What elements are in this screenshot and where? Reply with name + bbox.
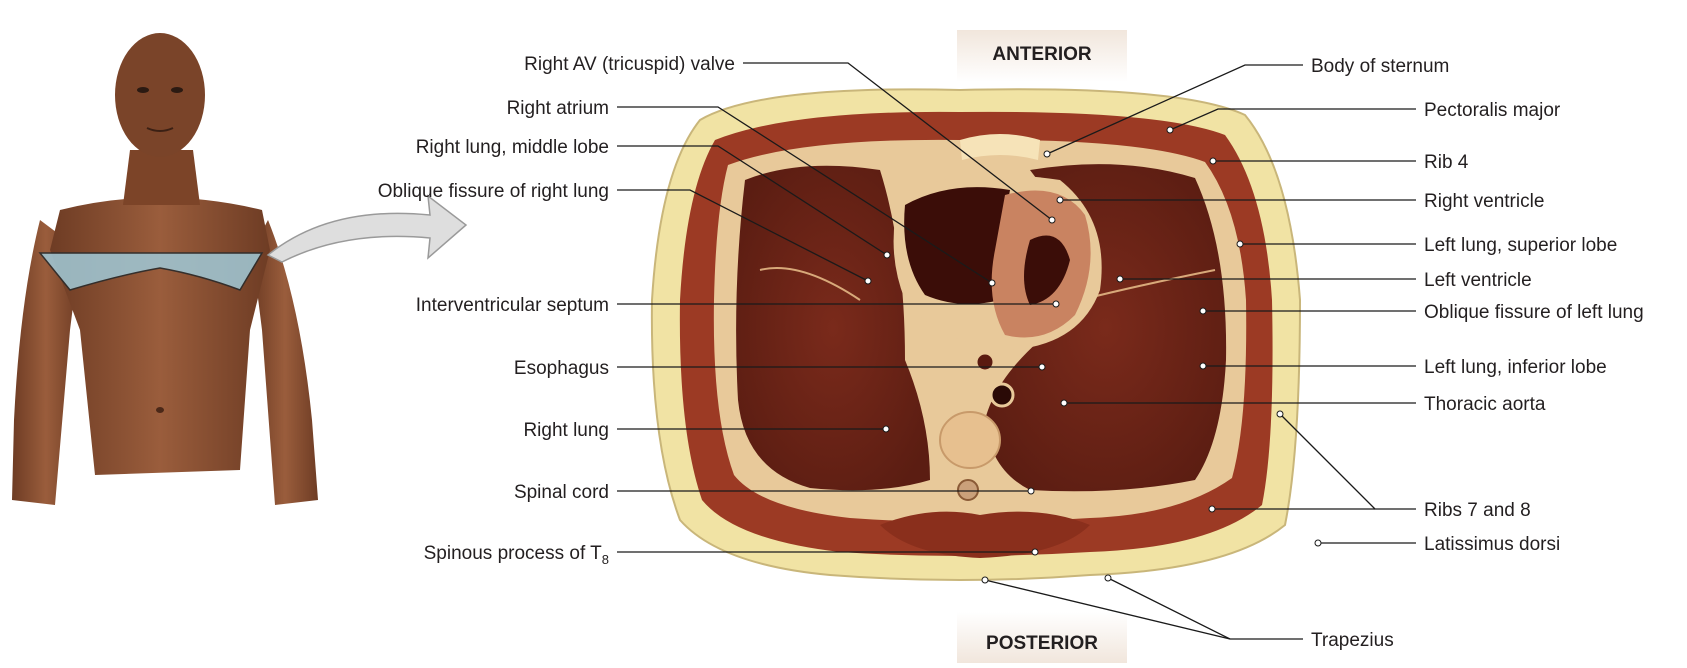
torso-figure [12, 33, 466, 505]
leader-trapezius-a [1108, 578, 1303, 639]
vertebral-body [940, 412, 1000, 468]
dot [865, 278, 871, 284]
label-trapezius: Trapezius [1311, 630, 1394, 651]
orientation-anterior: ANTERIOR [992, 44, 1092, 65]
label-ribs-7-and-8: Ribs 7 and 8 [1424, 500, 1531, 521]
section-pointer-arrow [268, 196, 466, 262]
label-spinal-cord: Spinal cord [514, 482, 609, 503]
dot [1028, 488, 1034, 494]
esophagus-shape [976, 353, 994, 371]
label-right-atrium: Right atrium [507, 98, 609, 119]
dot [1044, 151, 1050, 157]
aorta-shape [991, 384, 1013, 406]
dot [883, 426, 889, 432]
dot [1237, 241, 1243, 247]
spinal-cord-shape [958, 480, 978, 500]
dot [1057, 197, 1063, 203]
dot [1061, 400, 1067, 406]
eye-shape [171, 87, 183, 93]
dot [1210, 158, 1216, 164]
label-right-ventricle: Right ventricle [1424, 191, 1544, 212]
dot [1049, 217, 1055, 223]
trunk-shape [50, 198, 270, 476]
dot [1117, 276, 1123, 282]
dot [1032, 549, 1038, 555]
dot [1200, 308, 1206, 314]
dot [1039, 364, 1045, 370]
label-spinous-main: Spinous process of T [424, 543, 603, 564]
orientation-posterior: POSTERIOR [986, 633, 1098, 654]
label-rib-4: Rib 4 [1424, 152, 1469, 173]
right-labels: Body of sternum Pectoralis major Rib 4 R… [1311, 56, 1644, 651]
label-latissimus-dorsi: Latissimus dorsi [1424, 534, 1560, 555]
label-spinous-subscript: 8 [602, 552, 609, 567]
label-right-lung-middle-lobe: Right lung, middle lobe [416, 137, 609, 158]
dot [1053, 301, 1059, 307]
label-oblique-fissure-left: Oblique fissure of left lung [1424, 302, 1644, 323]
dot [884, 252, 890, 258]
dot [1209, 506, 1215, 512]
dot [1277, 411, 1283, 417]
label-body-of-sternum: Body of sternum [1311, 56, 1449, 77]
label-left-ventricle: Left ventricle [1424, 270, 1532, 291]
label-right-lung: Right lung [523, 420, 609, 441]
neck-shape [123, 150, 200, 205]
eye-shape [137, 87, 149, 93]
leader-ribs-upper [1280, 414, 1416, 509]
dot [1200, 363, 1206, 369]
label-spinous-process: Spinous process of T8 [424, 543, 609, 567]
dot [989, 280, 995, 286]
head-shape [115, 33, 205, 157]
label-left-lung-inferior-lobe: Left lung, inferior lobe [1424, 357, 1607, 378]
cross-section [652, 89, 1300, 580]
label-interventricular-septum: Interventricular septum [416, 295, 609, 316]
label-pectoralis-major: Pectoralis major [1424, 100, 1561, 121]
label-tricuspid-valve: Right AV (tricuspid) valve [524, 54, 735, 75]
dot [1105, 575, 1111, 581]
dot [1167, 127, 1173, 133]
dot [982, 577, 988, 583]
label-left-lung-superior-lobe: Left lung, superior lobe [1424, 235, 1617, 256]
label-oblique-fissure-right: Oblique fissure of right lung [378, 181, 609, 202]
label-esophagus: Esophagus [514, 358, 609, 379]
navel-shape [156, 407, 164, 413]
label-thoracic-aorta: Thoracic aorta [1424, 394, 1546, 415]
dot [1315, 540, 1321, 546]
